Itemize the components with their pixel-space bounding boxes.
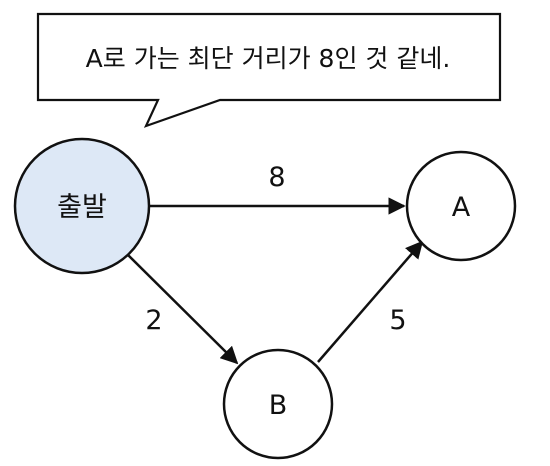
- edge-b-to-a: [317, 240, 424, 363]
- node-start-label: 출발: [57, 192, 107, 223]
- edge-start-to-b: [124, 251, 239, 365]
- node-b-label: B: [269, 390, 288, 421]
- node-b: B: [222, 348, 334, 460]
- node-start-circle: [13, 137, 151, 275]
- speech-bubble-text: A로 가는 최단 거리가 8인 것 같네.: [86, 44, 451, 73]
- edge-weights: 8 2 5: [145, 162, 406, 336]
- node-a-circle: [405, 150, 517, 262]
- node-start: 출발: [13, 137, 151, 275]
- speech-bubble: A로 가는 최단 거리가 8인 것 같네.: [36, 12, 502, 128]
- node-a: A: [405, 150, 517, 262]
- edge-weight-start-b: 2: [145, 305, 162, 336]
- node-b-circle: [222, 348, 334, 460]
- node-a-label: A: [452, 192, 471, 223]
- edge-weight-start-a: 8: [268, 162, 285, 193]
- speech-bubble-shape: [36, 12, 502, 128]
- edge-weight-b-a: 5: [389, 305, 406, 336]
- edges: [124, 197, 424, 365]
